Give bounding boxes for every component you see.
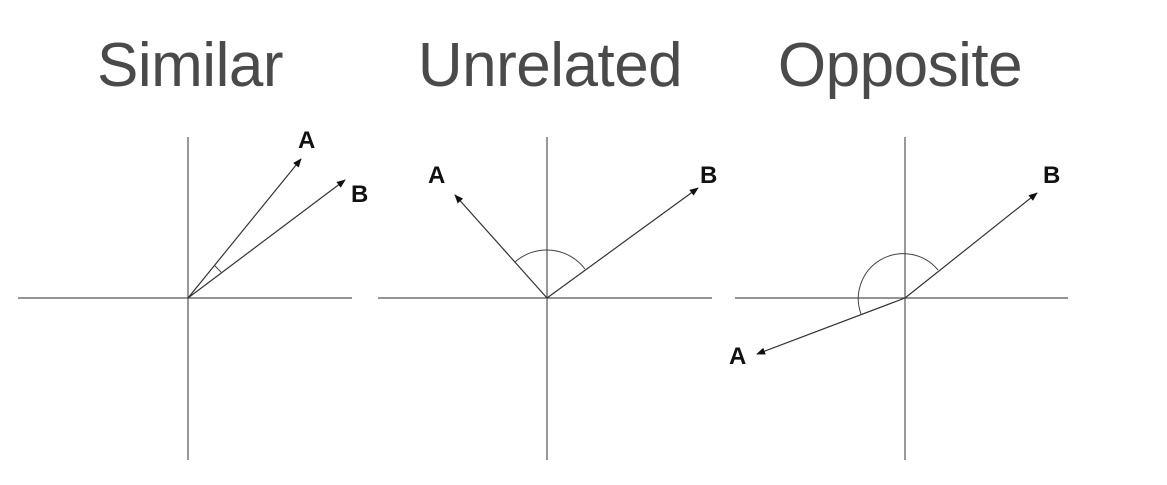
similar-label-a: A bbox=[298, 127, 315, 154]
unrelated-label-a: A bbox=[428, 162, 445, 189]
similar-vector-a bbox=[187, 158, 302, 299]
opposite-angle-arc bbox=[857, 253, 939, 315]
opposite-label-b: B bbox=[1043, 162, 1060, 189]
opposite-label-a: A bbox=[729, 343, 746, 370]
similar-vector-b bbox=[187, 179, 346, 299]
unrelated-angle-arc bbox=[514, 249, 586, 270]
opposite-title: Opposite bbox=[777, 31, 1023, 100]
opposite-vector-a bbox=[756, 297, 906, 355]
unrelated-title: Unrelated bbox=[417, 31, 683, 100]
similar-label-b: B bbox=[351, 181, 368, 208]
similar-panel: A B bbox=[18, 127, 368, 460]
unrelated-label-b: B bbox=[700, 162, 717, 189]
similar-title: Similar bbox=[97, 31, 283, 100]
similar-angle-arc bbox=[214, 265, 222, 274]
unrelated-vector-a bbox=[454, 194, 548, 299]
opposite-panel: A B bbox=[729, 137, 1068, 460]
opposite-vector-b bbox=[904, 192, 1038, 299]
unrelated-vector-b bbox=[546, 187, 699, 299]
unrelated-panel: A B bbox=[378, 137, 717, 460]
